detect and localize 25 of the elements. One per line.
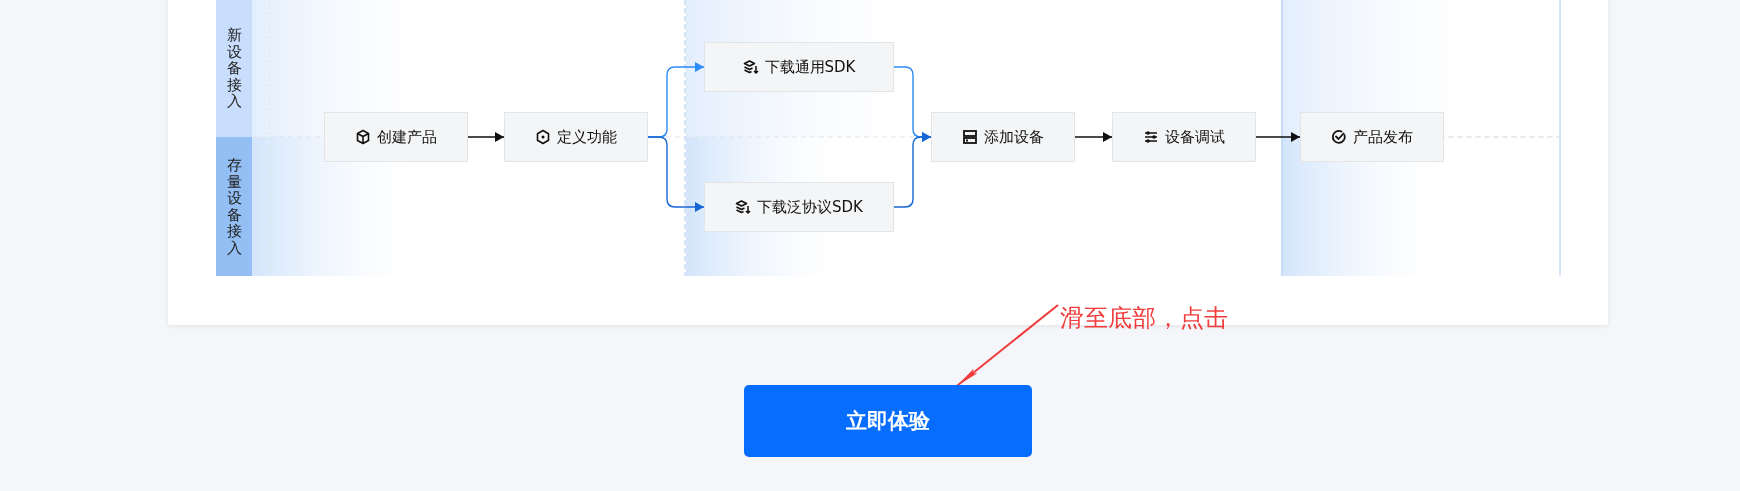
step-label: 下载通用SDK (764, 57, 856, 77)
process-box (704, 182, 894, 232)
process-box (324, 112, 468, 162)
flow-arrow (647, 136, 705, 212)
step-label: 产品发布 (1353, 127, 1413, 147)
flow-arrow (1074, 132, 1113, 142)
pointer-arrow (955, 304, 1059, 387)
lane-header (216, 137, 252, 276)
process-box (931, 112, 1075, 162)
process-box (504, 112, 648, 162)
process-box (1112, 112, 1256, 162)
lane-title: 存量设备接入 (226, 157, 242, 256)
step-label: 下载泛协议SDK (757, 197, 863, 217)
lane-header (216, 0, 252, 137)
step-label: 定义功能 (557, 127, 617, 147)
flow-arrow (1255, 132, 1301, 142)
annotation-text: 滑至底部，点击 (1060, 302, 1240, 336)
lane-title: 新设备接入 (226, 27, 242, 110)
process-box (1300, 112, 1444, 162)
step-label: 添加设备 (984, 127, 1044, 147)
step-label: 创建产品 (377, 127, 437, 147)
flow-arrow (467, 132, 505, 142)
step-label: 设备调试 (1165, 127, 1225, 147)
start-button: 立即体验 (744, 385, 1032, 457)
process-box (704, 42, 894, 92)
